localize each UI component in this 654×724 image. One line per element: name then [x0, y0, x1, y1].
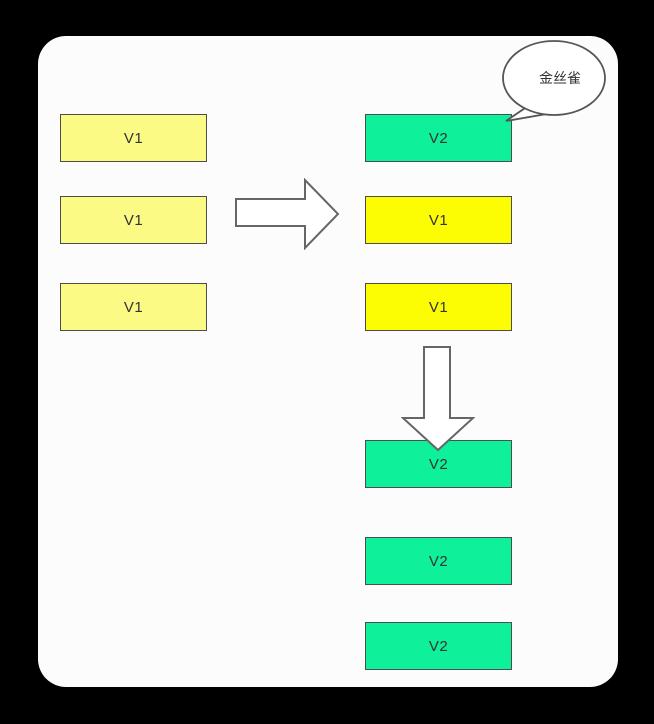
canary-callout-bubble: 金丝雀: [502, 40, 606, 122]
canary-v2-instance-box: V2: [365, 114, 512, 162]
v2-instance-box: V2: [365, 622, 512, 670]
canary-callout-label: 金丝雀: [539, 70, 581, 86]
v1-instance-box: V1: [60, 196, 207, 244]
diagram-canvas: V1 V1 V1 V2 V1 V1 金丝雀: [38, 36, 618, 687]
v1-instance-label: V1: [428, 211, 449, 229]
v1-instance-box: V1: [60, 283, 207, 331]
v2-instance-label: V2: [428, 455, 449, 473]
v2-instance-box: V2: [365, 537, 512, 585]
callout-bubble-body: [502, 40, 606, 116]
v1-instance-label: V1: [123, 211, 144, 229]
v2-instance-label: V2: [428, 552, 449, 570]
v2-instance-label: V2: [428, 637, 449, 655]
right-arrow-icon: [235, 178, 340, 250]
down-arrow-shape: [401, 346, 475, 452]
v1-instance-label: V1: [123, 298, 144, 316]
v1-instance-box: V1: [60, 114, 207, 162]
right-arrow-shape: [235, 178, 340, 250]
down-arrow-icon: [401, 346, 475, 452]
v1-instance-label: V1: [123, 129, 144, 147]
canary-v2-instance-label: V2: [428, 129, 449, 147]
v1-instance-label: V1: [428, 298, 449, 316]
v1-instance-box: V1: [365, 283, 512, 331]
v1-instance-box: V1: [365, 196, 512, 244]
